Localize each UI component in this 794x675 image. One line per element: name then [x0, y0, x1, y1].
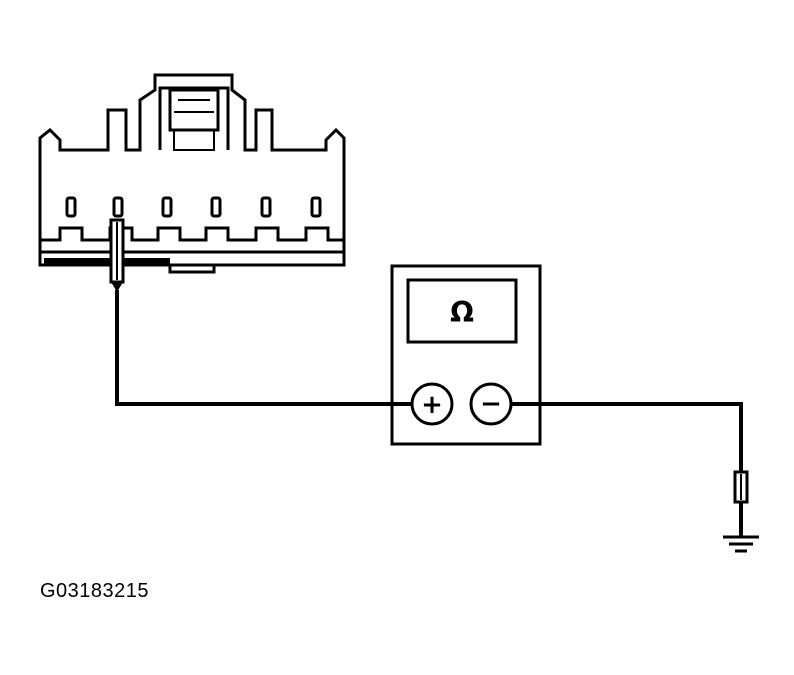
terminal-row [65, 196, 322, 218]
probe-icon [109, 218, 125, 292]
meter-display-symbol: Ω [450, 296, 474, 329]
positive-terminal [410, 382, 454, 426]
ohmmeter-icon: Ω + − [390, 264, 542, 446]
negative-lead-wire [511, 402, 743, 472]
connector-icon [38, 73, 346, 274]
ground-icon [723, 470, 759, 553]
positive-lead-wire [115, 290, 412, 406]
positive-terminal-label: + [421, 390, 443, 420]
figure-id-label: G03183215 [40, 580, 150, 602]
negative-terminal-label: − [480, 389, 502, 419]
